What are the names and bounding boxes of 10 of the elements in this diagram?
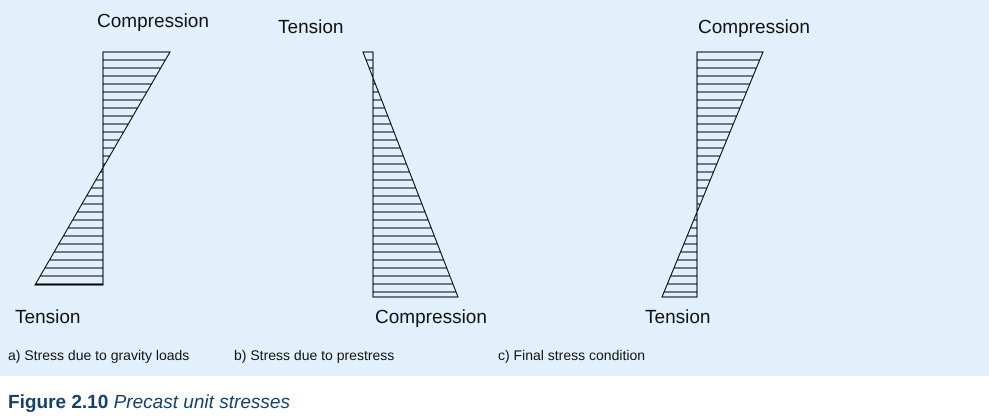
figure-caption: Figure 2.10 Precast unit stresses xyxy=(8,393,290,412)
stress-label: Compression xyxy=(375,308,487,327)
stress-label: Tension xyxy=(15,308,80,327)
stress-label: Tension xyxy=(278,18,344,37)
figure-subcaption: a) Stress due to gravity loads xyxy=(8,348,190,362)
stress-label: Compression xyxy=(698,18,810,37)
stress-label: Tension xyxy=(645,308,710,327)
figure-subcaption: b) Stress due to prestress xyxy=(234,348,394,362)
stress-label: Compression xyxy=(97,12,209,31)
figure-subcaption: c) Final stress condition xyxy=(498,348,646,362)
